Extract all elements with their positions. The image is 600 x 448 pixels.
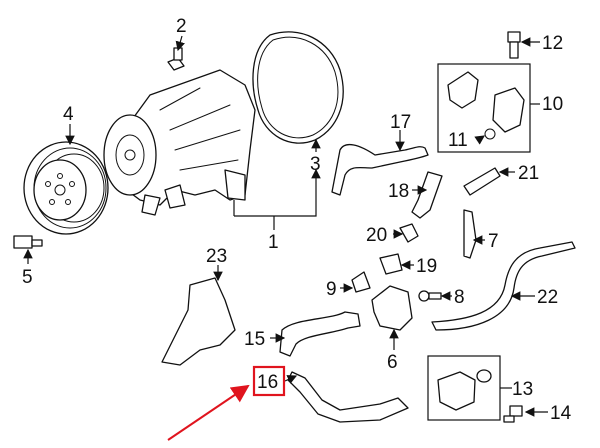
callout-22: 22 xyxy=(537,287,558,308)
hose-15 xyxy=(279,311,361,357)
callout-8: 8 xyxy=(454,287,465,308)
bolt-14 xyxy=(503,405,523,423)
pipe-16 xyxy=(287,371,409,423)
water-pump-pulley xyxy=(23,141,109,235)
bolt-5 xyxy=(13,235,43,249)
callout-20: 20 xyxy=(366,225,387,246)
sensor-21 xyxy=(463,167,501,196)
hose-17 xyxy=(331,143,429,196)
callout-11: 11 xyxy=(448,130,468,151)
part-19 xyxy=(379,253,403,275)
callout-16: 16 xyxy=(257,372,278,393)
bolt-2 xyxy=(167,47,185,71)
hose-18 xyxy=(411,171,443,219)
part-9 xyxy=(351,271,371,293)
coolant-outlet-6 xyxy=(371,285,413,331)
callout-14: 14 xyxy=(550,403,572,424)
thermostat-housing xyxy=(447,71,525,140)
callout-1: 1 xyxy=(268,232,279,253)
bracket-7 xyxy=(463,209,477,259)
highlight-arrow xyxy=(167,384,250,441)
callout-9: 9 xyxy=(326,279,337,300)
box-10 xyxy=(437,63,531,153)
bracket-23 xyxy=(161,277,236,366)
callout-23: 23 xyxy=(206,246,227,267)
callout-5: 5 xyxy=(22,267,33,288)
callout-21: 21 xyxy=(518,163,539,184)
callout-6: 6 xyxy=(387,352,398,373)
bolt-8 xyxy=(418,290,442,302)
bolt-12 xyxy=(507,31,521,59)
callout-18: 18 xyxy=(388,181,409,202)
pump-gasket xyxy=(252,31,344,144)
water-pump-assembly xyxy=(103,69,256,216)
callout-2: 2 xyxy=(176,16,187,37)
callout-17: 17 xyxy=(390,112,411,133)
sensor-housing-13 xyxy=(437,369,492,411)
callout-13: 13 xyxy=(512,379,533,400)
callout-19: 19 xyxy=(416,256,437,277)
pipe-22 xyxy=(431,241,576,331)
callout-12: 12 xyxy=(542,33,563,54)
callout-15: 15 xyxy=(244,329,265,350)
part-20 xyxy=(399,223,419,243)
callout-4: 4 xyxy=(63,104,74,125)
callout-3: 3 xyxy=(310,154,321,175)
highlight-box xyxy=(252,365,286,397)
callout-10: 10 xyxy=(542,94,563,115)
callout-7: 7 xyxy=(488,231,499,252)
